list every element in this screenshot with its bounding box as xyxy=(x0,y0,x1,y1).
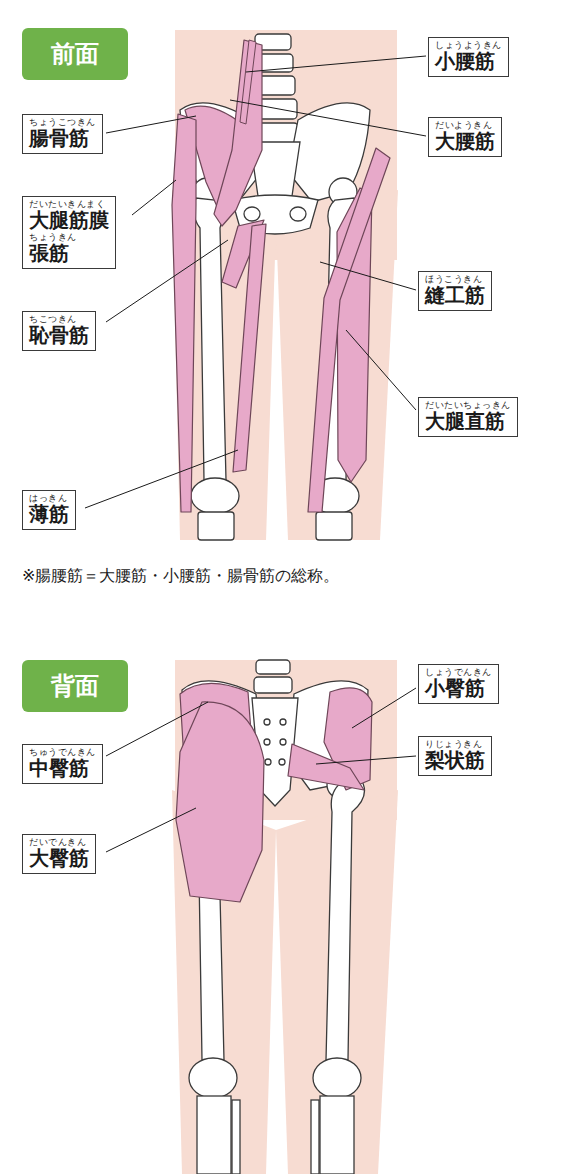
furigana: しょうでんきん xyxy=(425,667,492,677)
furigana: ちょうきん xyxy=(29,232,77,242)
muscle-label: だいようきん大腰筋 xyxy=(428,117,502,157)
muscle-label: はっきん薄筋 xyxy=(22,490,76,530)
muscle-name: 腸骨筋 xyxy=(29,127,89,150)
muscle-name: 張筋 xyxy=(29,242,69,265)
heading-text: 背面 xyxy=(51,671,99,701)
muscle-label: ちゅうでんきん中臀筋 xyxy=(22,744,103,784)
muscle-label: しょうようきん小腰筋 xyxy=(428,37,509,77)
muscle-name: 小腰筋 xyxy=(435,50,495,73)
muscle-label: ちこつきん恥骨筋 xyxy=(22,311,96,351)
muscle-name: 大腿直筋 xyxy=(425,410,505,433)
furigana: ちょうこつきん xyxy=(29,117,96,127)
muscle-name: 大臀筋 xyxy=(29,847,89,870)
furigana: はっきん xyxy=(29,493,67,503)
furigana: だいようきん xyxy=(435,120,492,130)
muscle-label: しょうでんきん小臀筋 xyxy=(418,664,499,704)
view-heading: 背面 xyxy=(22,660,128,712)
furigana: しょうようきん xyxy=(435,40,502,50)
muscle-name: 梨状筋 xyxy=(425,749,485,772)
muscle-name: 縫工筋 xyxy=(425,284,485,307)
furigana: ちこつきん xyxy=(29,314,77,324)
muscle-name: 薄筋 xyxy=(29,503,69,526)
furigana: だいでんきん xyxy=(29,837,86,847)
furigana: だいたいちょっきん xyxy=(425,400,511,410)
muscle-name: 恥骨筋 xyxy=(29,324,89,347)
muscle-name: 中臀筋 xyxy=(29,757,89,780)
muscle-name: 大腰筋 xyxy=(435,130,495,153)
muscle-label: だいでんきん大臀筋 xyxy=(22,834,96,874)
view-heading: 前面 xyxy=(22,28,128,80)
muscle-label: だいたいきんまく大腿筋膜ちょうきん張筋 xyxy=(22,196,116,269)
muscle-label: だいたいちょっきん大腿直筋 xyxy=(418,397,518,437)
heading-text: 前面 xyxy=(51,39,99,69)
muscle-label: ほうこうきん縫工筋 xyxy=(418,271,492,311)
furigana: りじょうきん xyxy=(425,739,482,749)
furigana: ほうこうきん xyxy=(425,274,482,284)
furigana: だいたいきんまく xyxy=(29,199,105,209)
muscle-label: りじょうきん梨状筋 xyxy=(418,736,492,776)
furigana: ちゅうでんきん xyxy=(29,747,96,757)
muscle-label: ちょうこつきん腸骨筋 xyxy=(22,114,103,154)
muscle-name: 大腿筋膜 xyxy=(29,209,109,232)
muscle-name: 小臀筋 xyxy=(425,677,485,700)
footnote: ※腸腰筋＝大腰筋・小腰筋・腸骨筋の総称。 xyxy=(22,566,339,587)
